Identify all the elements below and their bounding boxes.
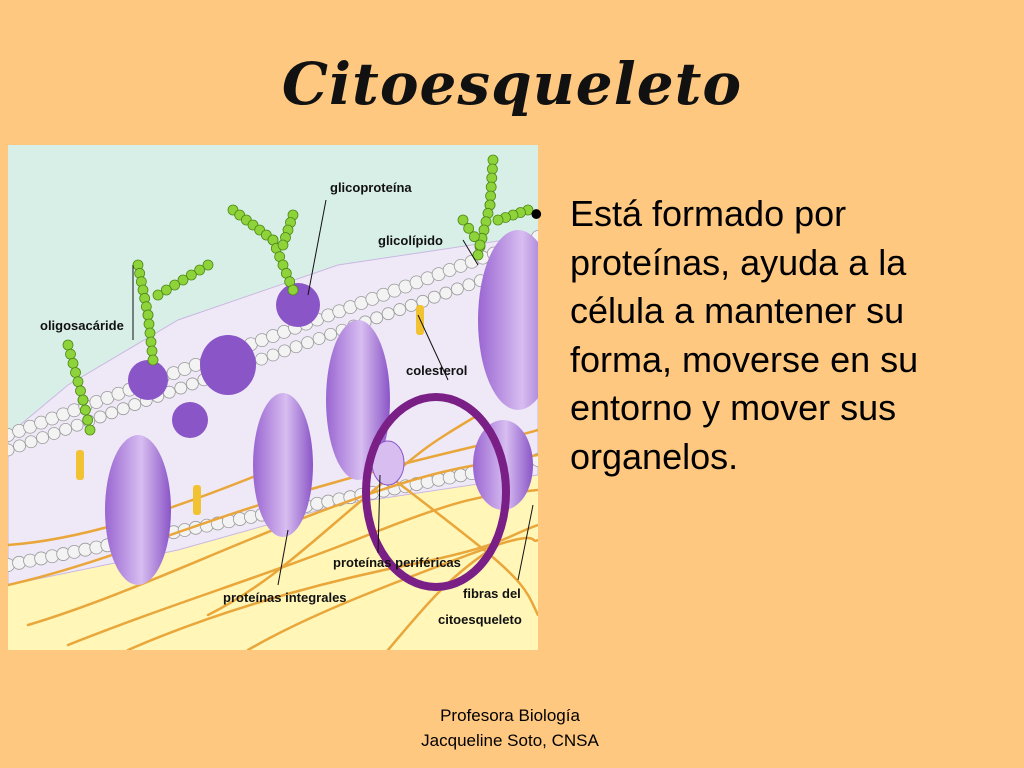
label-glicolipido: glicolípido <box>378 233 443 248</box>
sugar-bead <box>486 172 498 184</box>
sugar-bead <box>160 284 172 296</box>
sugar-bead <box>82 414 94 426</box>
integral-proteins <box>105 230 538 585</box>
footer-line-2: Jacqueline Soto, CNSA <box>421 731 599 750</box>
label-proteinas-perifericas: proteínas periféricas <box>333 555 461 570</box>
label-glicoproteina: glicoproteína <box>330 180 412 195</box>
lipid-head <box>36 431 49 445</box>
lipid-head <box>404 299 418 312</box>
sugar-bead <box>70 367 81 378</box>
lipid-head <box>8 443 15 457</box>
sugar-bead <box>142 309 154 321</box>
sugar-bead <box>146 345 158 357</box>
footer-line-1: Profesora Biología <box>440 706 580 725</box>
sugar-bead <box>75 385 86 397</box>
bullet-item: • Está formado por proteínas, ayuda a la… <box>530 190 990 481</box>
sugar-bead <box>169 279 181 291</box>
lipid-head <box>105 406 119 420</box>
integral-protein-2 <box>253 393 313 537</box>
sugar-bead <box>194 264 206 276</box>
highlight-circle <box>362 393 510 591</box>
lipid-head <box>381 307 395 321</box>
integral-protein-4 <box>478 230 538 410</box>
sugar-bead <box>468 231 480 243</box>
lipid-head <box>370 311 384 325</box>
membrane-protein-b <box>276 283 320 327</box>
sugar-bead <box>152 289 164 301</box>
lipid-head <box>185 377 199 391</box>
membrane-protein-c <box>128 360 168 400</box>
bullet-icon: • <box>530 193 543 234</box>
sugar-bead <box>177 274 189 286</box>
sugar-bead <box>457 214 469 226</box>
lipid-head <box>393 303 407 316</box>
sugar-bead <box>77 394 89 406</box>
membrane-protein-a <box>200 335 256 395</box>
sugar-bead <box>202 259 214 271</box>
sugar-bead <box>67 357 79 369</box>
lipid-head <box>70 418 84 432</box>
lipid-head <box>93 410 107 424</box>
sugar-bead <box>72 376 84 388</box>
integral-protein-1 <box>105 435 171 585</box>
lipid-head <box>128 398 142 411</box>
lipid-head <box>47 427 61 440</box>
label-fibras-line2: citoesqueleto <box>438 612 522 627</box>
sugar-bead <box>185 269 197 281</box>
lipid-head <box>13 439 26 453</box>
label-fibras-line1: fibras del <box>463 586 521 601</box>
sugar-chains <box>62 154 534 436</box>
bullet-text: Está formado por proteínas, ayuda a la c… <box>570 193 919 477</box>
membrane-protein-d <box>172 402 208 438</box>
label-oligosacaride: oligosacáride <box>40 318 124 333</box>
footer-credit: Profesora Biología Jacqueline Soto, CNSA <box>400 703 620 753</box>
leader-lines <box>132 199 534 586</box>
lipid-head <box>324 327 338 341</box>
sugar-bead <box>143 318 155 330</box>
lipid-head <box>24 435 38 449</box>
sugar-bead <box>147 354 159 366</box>
sugar-bead <box>485 181 497 193</box>
lipid-head <box>255 352 268 366</box>
sugar-bead <box>84 424 96 436</box>
sugar-bead <box>492 214 504 226</box>
sugar-bead <box>487 154 499 166</box>
lipid-head <box>59 422 73 436</box>
sugar-bead <box>486 163 498 175</box>
lipid-head <box>301 336 314 350</box>
sugar-bead <box>62 339 74 351</box>
sugar-bead <box>144 327 156 339</box>
lipid-head <box>116 402 130 416</box>
label-proteinas-integrales: proteínas integrales <box>223 590 347 605</box>
label-colesterol: colesterol <box>406 363 467 378</box>
sugar-bead <box>463 222 475 234</box>
bullet-list: • Está formado por proteínas, ayuda a la… <box>530 190 990 481</box>
lipid-head <box>266 348 280 362</box>
sugar-bead <box>474 239 486 251</box>
sugar-bead <box>65 348 76 360</box>
sugar-bead <box>79 404 91 416</box>
sugar-bead <box>485 190 497 202</box>
lipid-head <box>462 278 476 292</box>
lipid-head <box>312 332 326 345</box>
lipid-head <box>289 340 303 354</box>
lipid-head <box>278 344 291 358</box>
sugar-bead <box>277 239 289 251</box>
lipid-head <box>439 286 453 300</box>
sugar-bead <box>287 284 299 296</box>
sugar-bead <box>145 336 157 348</box>
lipid-head <box>174 381 188 395</box>
lipid-head <box>427 290 441 304</box>
lipid-head <box>450 282 464 296</box>
cell-membrane-diagram: glicoproteína glicolípido oligosacáride … <box>8 145 538 650</box>
slide-title: Citoesqueleto <box>281 50 743 118</box>
